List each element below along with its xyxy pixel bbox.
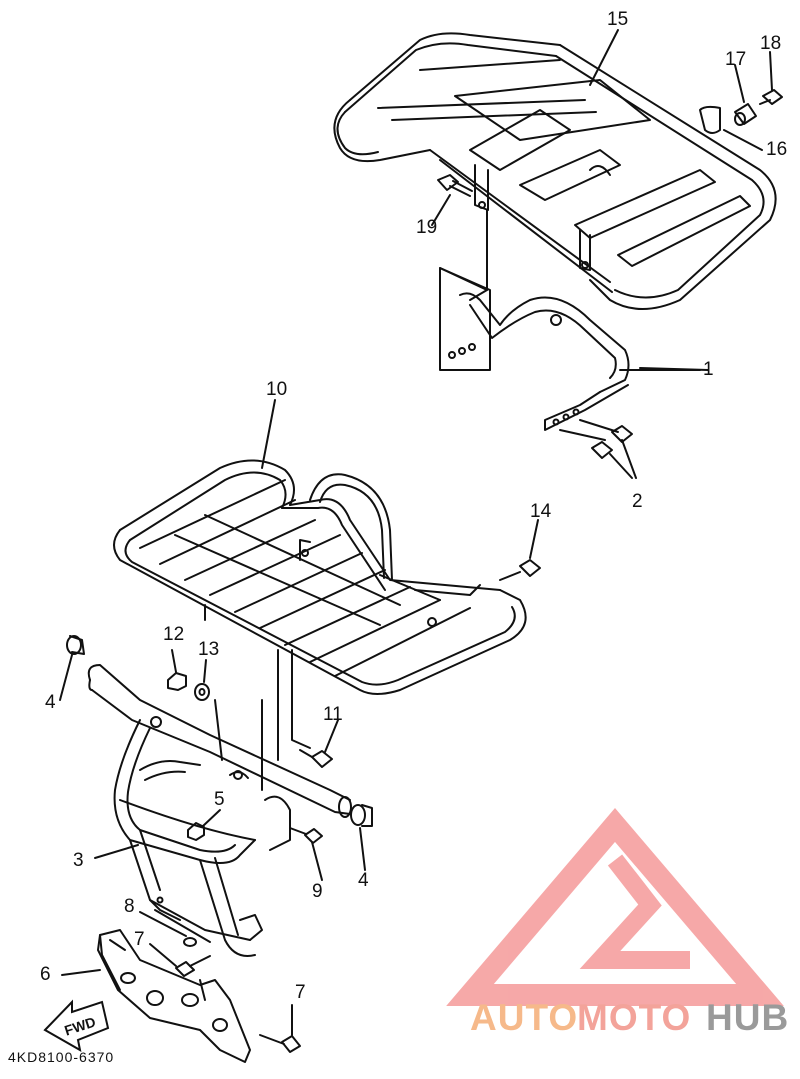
part-label-17: 16 xyxy=(766,139,788,160)
part-label-20: 19 xyxy=(416,217,438,238)
part-label-7: 7 xyxy=(295,982,306,1003)
washer-part-9 xyxy=(183,937,197,947)
bolt-part-15 xyxy=(499,559,541,581)
part-label-4-left: 4 xyxy=(45,692,56,713)
washer-part-14 xyxy=(194,683,210,701)
bolt-part-8 xyxy=(175,955,211,977)
part-label-3: 3 xyxy=(73,850,84,871)
part-label-13: 12 xyxy=(163,624,185,645)
bolt-part-7 xyxy=(259,1034,301,1053)
part-label-16: 15 xyxy=(607,9,629,30)
bolt-part-10 xyxy=(289,827,323,844)
part-label-6: 6 xyxy=(40,964,51,985)
part-label-10: 9 xyxy=(312,881,323,902)
part-label-5: 5 xyxy=(214,789,225,810)
rear-carrier-part-16 xyxy=(333,32,777,310)
diagram-code: 4KD8100-6370 xyxy=(8,1049,115,1065)
part-label-1: 1 xyxy=(703,359,714,380)
front-carrier-part-11 xyxy=(113,459,527,695)
part-label-2: 2 xyxy=(632,491,643,512)
grommet-part-4-left xyxy=(66,635,85,655)
part-label-11: 10 xyxy=(266,379,288,400)
forward-arrow-icon: FWD xyxy=(43,999,110,1052)
watermark-hub: HUB xyxy=(706,997,790,1038)
nut-part-5 xyxy=(187,822,205,841)
part-label-19: 18 xyxy=(760,33,782,54)
part-label-12: 11 xyxy=(323,704,343,725)
automotohub-logo-icon xyxy=(446,808,784,1006)
grommet-part-4-right xyxy=(350,804,373,827)
part-label-9: 8 xyxy=(124,896,135,917)
bolt-part-20 xyxy=(437,174,473,197)
rear-bracket-part-1 xyxy=(439,267,701,431)
bolt-part-12 xyxy=(299,749,333,768)
skid-plate-part-6 xyxy=(97,929,251,1063)
collar-part-18 xyxy=(734,103,757,126)
part-label-18: 17 xyxy=(725,49,747,70)
bolt-part-2 xyxy=(559,419,637,479)
bolt-part-19 xyxy=(759,89,783,105)
part-label-8: 7 xyxy=(134,929,145,950)
part-label-14: 13 xyxy=(198,639,220,660)
watermark-moto: MOTO xyxy=(577,997,692,1038)
watermark-auto: AUTO xyxy=(470,997,579,1038)
part-label-15: 14 xyxy=(530,501,552,522)
front-bumper-part-3 xyxy=(87,664,352,957)
part-label-4-right: 4 xyxy=(358,870,369,891)
nut-part-13 xyxy=(167,672,187,691)
